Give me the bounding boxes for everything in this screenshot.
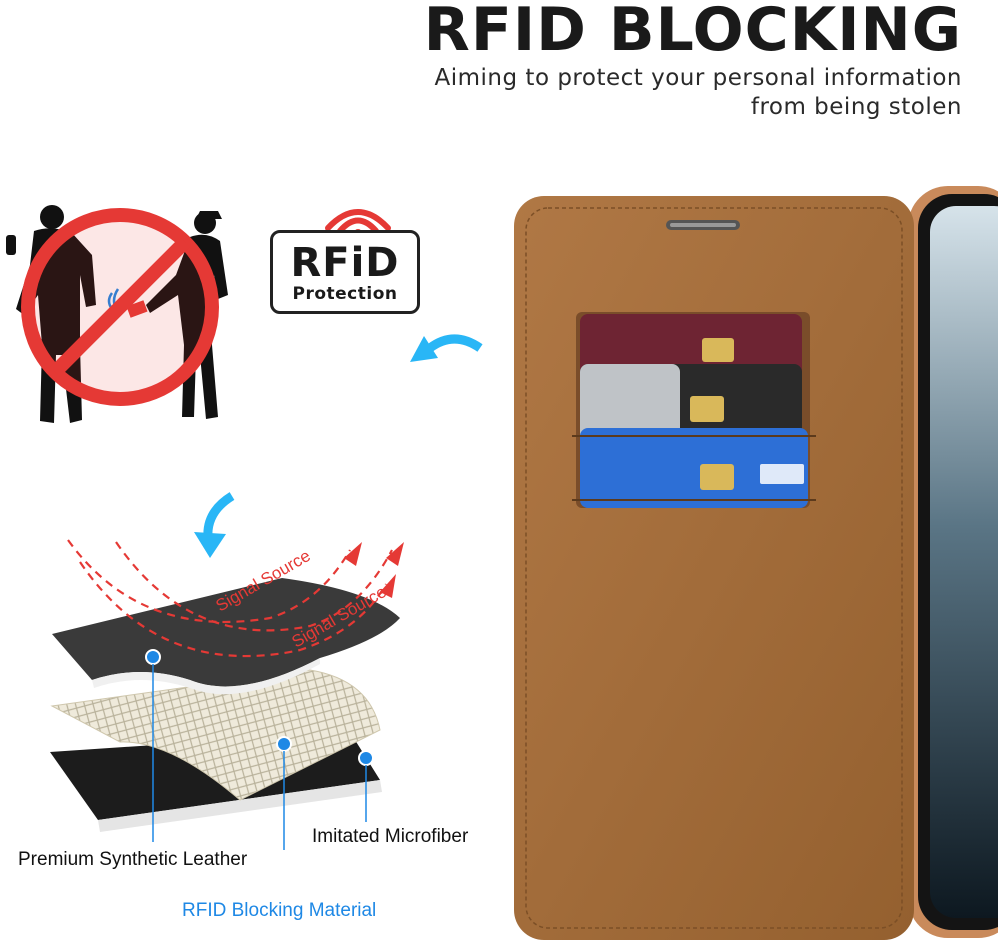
badge-subtitle: Protection	[292, 284, 398, 304]
subheadline-line-2: from being stolen	[750, 94, 962, 120]
layer-diagram: Signal Source Signal Source	[50, 539, 404, 850]
arrow-down-icon	[194, 492, 235, 558]
label-rfid-material: RFID Blocking Material	[182, 900, 377, 921]
arrow-left-icon	[410, 334, 483, 362]
subheadline: Aiming to protect your personal informat…	[0, 64, 962, 122]
headline: RFID BLOCKING	[423, 0, 962, 65]
subheadline-line-1: Aiming to protect your personal informat…	[434, 65, 962, 91]
rfid-protection-badge: RFiD Protection	[270, 230, 420, 314]
badge-title: RFiD	[290, 240, 400, 286]
wallet-case-illustration	[514, 186, 998, 940]
label-microfiber: Imitated Microfiber	[312, 826, 469, 847]
label-synthetic-leather: Premium Synthetic Leather	[18, 849, 248, 870]
no-theft-icon	[6, 205, 228, 423]
